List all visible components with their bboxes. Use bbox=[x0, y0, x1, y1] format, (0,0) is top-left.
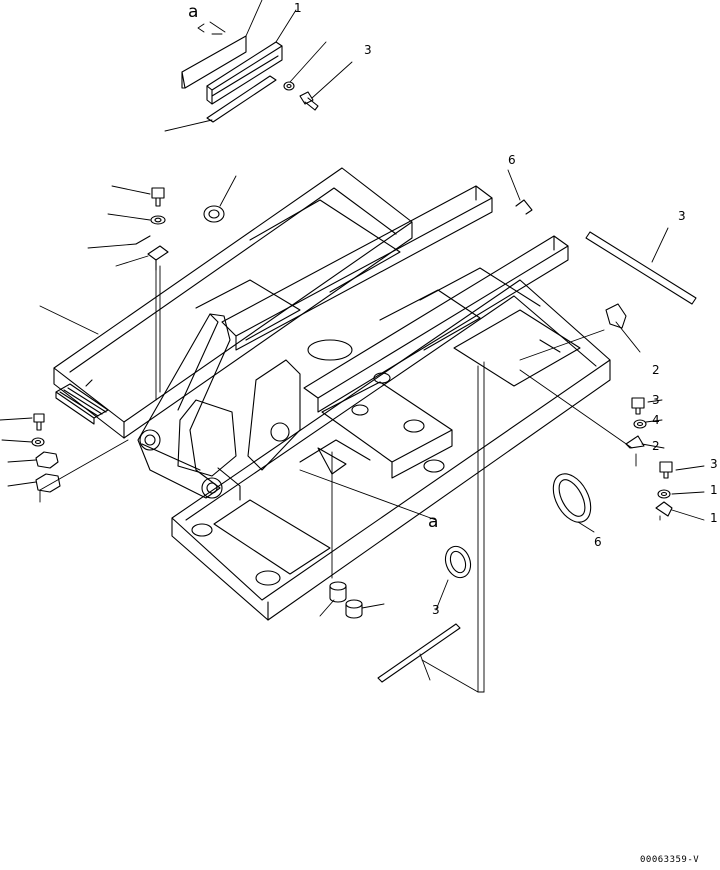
left-washer-1 bbox=[150, 215, 166, 225]
left-lower-bolt bbox=[33, 413, 45, 431]
part-label-bracket-plate: 2 bbox=[652, 363, 660, 377]
top-bracket-plate bbox=[181, 35, 247, 89]
part-label-top-cover: 1 bbox=[294, 1, 302, 15]
left-leader-lines bbox=[0, 185, 161, 503]
part-label-rod: 3 bbox=[678, 209, 686, 223]
right-washer-1 bbox=[633, 419, 647, 429]
bottom-cap-2 bbox=[345, 599, 363, 619]
right-bolt-1 bbox=[631, 397, 645, 415]
right-bracket-small bbox=[625, 435, 645, 449]
top-seal-strip bbox=[206, 75, 277, 123]
part-label-right-washer: 4 bbox=[652, 413, 660, 427]
left-bolt-1 bbox=[151, 187, 165, 207]
grommet-top bbox=[203, 205, 225, 223]
top-bolt bbox=[299, 91, 319, 111]
right-bracket-plate bbox=[605, 303, 627, 329]
part-label-right-bolt: 3 bbox=[652, 393, 660, 407]
part-label-right-washer-2: 1 bbox=[710, 483, 718, 497]
right-bolt-2 bbox=[659, 461, 673, 479]
left-bracket bbox=[147, 245, 169, 271]
part-label-clip: 6 bbox=[508, 153, 516, 167]
bottom-cap-1 bbox=[329, 581, 347, 603]
left-cover-1 bbox=[35, 451, 59, 469]
right-cap bbox=[655, 501, 673, 517]
part-label-bottom-grommet: 3 bbox=[432, 603, 440, 617]
right-clip bbox=[515, 199, 533, 215]
part-label-right-bolt-2: 3 bbox=[710, 457, 718, 471]
left-pin bbox=[135, 235, 151, 245]
grommet-oval bbox=[552, 473, 592, 523]
bottom-rod bbox=[377, 623, 461, 683]
part-label-right-bracket: 2 bbox=[652, 439, 660, 453]
part-label-oval-grommet: 6 bbox=[594, 535, 602, 549]
right-leader-lines bbox=[519, 329, 705, 521]
callout-a-top: a bbox=[188, 2, 199, 22]
right-washer-2 bbox=[657, 489, 671, 499]
grommet-bottom bbox=[444, 545, 472, 579]
top-leader-lines bbox=[164, 0, 353, 132]
drawing-code: 00063359-V bbox=[640, 855, 700, 865]
left-cover-2 bbox=[35, 473, 61, 493]
right-rod bbox=[585, 231, 697, 305]
left-lower-washer bbox=[31, 437, 45, 447]
main-frame bbox=[53, 167, 611, 621]
part-label-right-cap: 1 bbox=[710, 511, 718, 525]
callout-a-mid: a bbox=[428, 512, 439, 532]
part-label-top-bolt: 3 bbox=[364, 43, 372, 57]
center-leader-lines bbox=[299, 361, 485, 693]
left-step bbox=[55, 383, 109, 425]
top-washer bbox=[283, 81, 295, 91]
